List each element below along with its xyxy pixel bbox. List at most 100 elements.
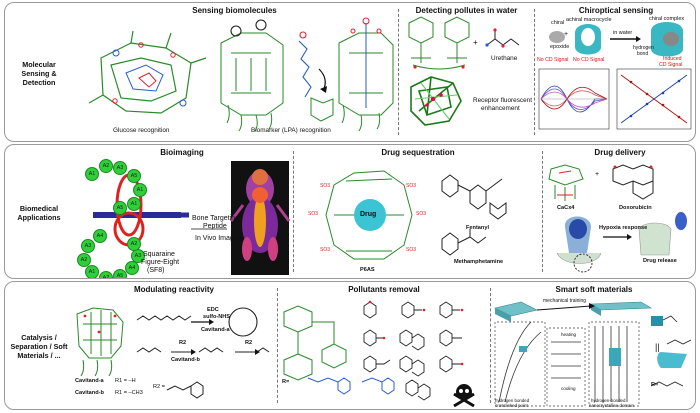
panel-smart-soft-materials: Smart soft materials [491,282,695,409]
plus-sign: + [595,171,600,178]
peptide-bead: A5 [113,269,127,278]
label-drug-release: Drug release [643,258,677,264]
panel-title-soft: Smart soft materials [555,285,633,294]
cavitand-structure [76,307,124,377]
panel-detecting-pollutes: Detecting pollutes in water [399,3,534,141]
plus-sign: + [564,31,569,38]
row-catalysis: Catalysis / Separation / Soft Materials … [4,281,696,410]
peptide-bead: A1 [133,183,147,197]
so3-label-3: SO3 [308,211,318,217]
label-r-eq: R= [651,382,659,388]
label-epoxide: epoxide [550,44,570,50]
peptide-bead: A5 [127,169,141,183]
peptide-bead: A2 [99,271,113,278]
lpa-guest-drawing [298,31,312,98]
panel-title-sensing: Sensing biomolecules [192,6,277,15]
label-cavitand-b: Cavitand-b [75,390,104,396]
label-p6as: P6AS [360,267,375,273]
cacx4-structure [548,164,584,201]
lpa-host-drawing [220,32,284,132]
caption-glucose: Glucose recognition [113,127,170,134]
label-chiral-complex: chiral complex [649,16,685,22]
label-no-cd-2: No CD Signal [573,57,605,63]
label-cooling: cooling [561,386,576,391]
label-doxorubicin: Doxorubicin [619,205,652,211]
label-r2-arrow: R2 [179,340,187,346]
released-drug-shape [675,212,687,230]
equals-sign: || [655,342,660,352]
label-bond: bond [637,51,649,57]
row-label-catalysis: Catalysis / Separation / Soft Materials … [10,333,68,360]
so3-label-6: SO3 [406,247,416,253]
macrocycle-product [228,307,258,337]
label-cacx4: CaCx4 [557,205,575,211]
label-fentanyl: Fentanyl [466,225,490,231]
doxorubicin-structure [612,164,654,200]
panel-chiroptical: Chiroptical sensing [535,3,695,141]
label-sulfo-nhs: sulfo-NHS [203,314,231,320]
peptide-bead: A3 [113,161,127,175]
label-hydrogen: hydrogen [633,45,654,51]
label-cd-signal: CD Signal [659,62,683,68]
label-edc: EDC [207,307,219,313]
cd-linear-chart [616,68,692,130]
skull-crossbones-icon [453,384,475,408]
sensing-molecules-drawing [88,17,394,132]
divider [293,151,294,272]
panel-sensing-biomolecules: Sensing biomolecules [71,3,398,141]
drug-sphere [354,199,386,231]
label-bone-targeting: Bone Targeting [192,215,239,222]
label-hydrogen-bonded-2: hydrogen-bonded [591,398,626,403]
chain-substrate [136,315,192,321]
label-r2-arrow-2: R2 [245,340,253,346]
peptide-bead: A1 [85,265,99,278]
gelator-molecule [650,315,692,387]
peptide-bead: A4 [125,261,139,275]
material-slab-shapes [494,301,653,322]
label-peptide: Peptide [203,223,227,230]
released-cup-shape [638,222,672,256]
peptide-bead: A4 [93,229,107,243]
peptide-bead: A1 [85,167,99,181]
chiral-epoxide-shape [549,31,565,43]
cd-spectrum-chart [538,68,610,130]
label-heating: heating [561,332,577,337]
figure-frame: Molecular Sensing & Detection Sensing bi… [4,2,696,410]
soft-materials-drawing [494,301,692,407]
label-figure-eight: Figure-Eight [141,259,180,266]
label-squaraine: Squaraine [143,251,175,258]
peptide-bead: A2 [127,237,141,251]
label-hypoxia: Hypoxia response [599,225,648,231]
panel-drug-delivery: Drug delivery [543,145,695,278]
label-in-water: in water [613,30,633,36]
panel-pollutants-removal: Pollutants removal [278,282,490,409]
divider [277,288,278,403]
divider [534,9,535,135]
peptide-bead: A2 [99,159,113,173]
label-cavitand-a: Cavitand-a [75,378,104,384]
label-r1-h: R1 = –H [115,378,136,384]
label-nanocrystalline-domain: nanocrystalline domain [589,403,634,408]
so3-label-1: SO3 [320,183,330,189]
label-cavitand-b-arrow: Cavitand-b [171,357,200,363]
pollutes-drawing [408,16,520,126]
panel-title-pollutes: Detecting pollutes in water [415,6,518,15]
label-achiral-macrocycle: achiral macrocycle [566,17,612,23]
row-label-sensing: Molecular Sensing & Detection [21,59,57,87]
panel-title-bioimaging: Bioimaging [160,148,204,157]
reactivity-drawing [76,307,270,399]
label-r-eq: R= [282,379,290,385]
receptor-3d-model [410,76,462,126]
label-hydrogen-bonded: hydrogen bonded [495,398,530,403]
pollutant-molecules [363,301,462,401]
label-methamphetamine: Methamphetamine [454,259,504,265]
so3-label-2: SO3 [406,183,416,189]
divider [398,9,399,135]
bone-mouse-image [229,161,291,275]
label-drug: Drug [360,211,377,218]
label-receptor-line1: Receptor fluorescent [473,97,532,104]
so3-label-5: SO3 [320,247,330,253]
peptide-bead: A5 [113,201,127,215]
peptide-bead: A3 [81,239,95,253]
label-sf8: (SF8) [147,267,165,274]
